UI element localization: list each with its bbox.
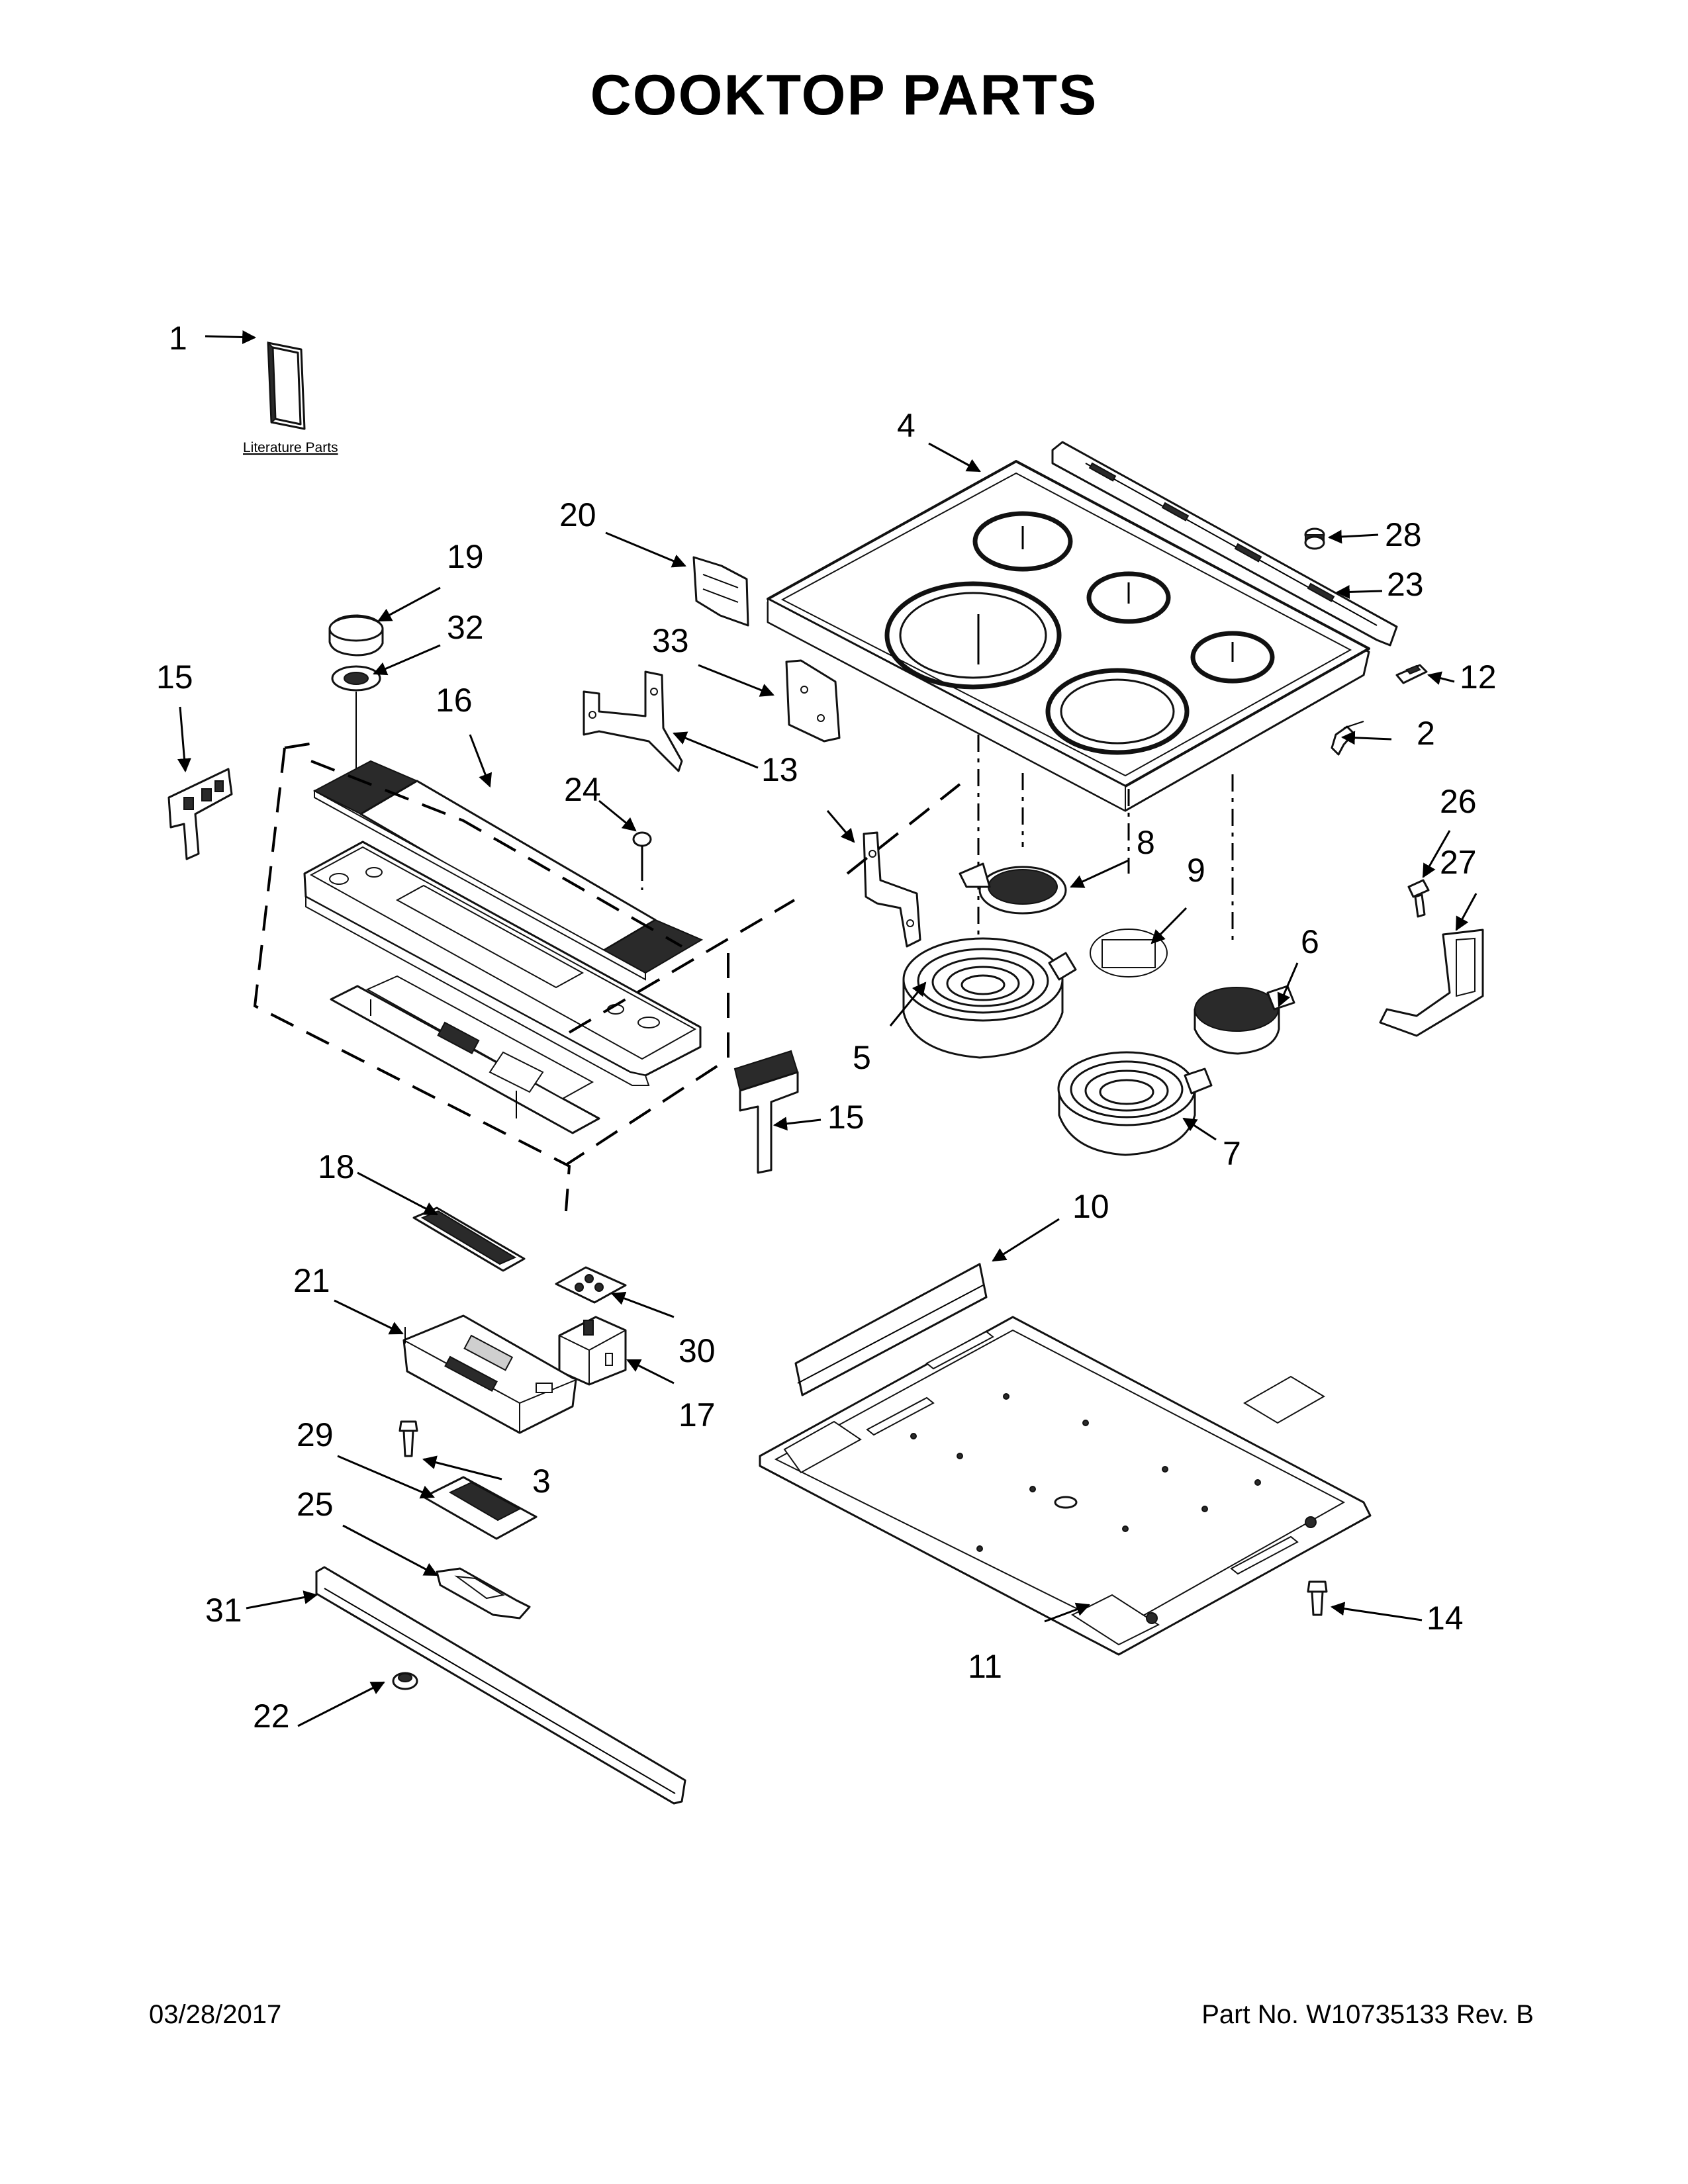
callout-15-right: 15 (827, 1099, 865, 1136)
radiant-element-7 (1057, 1051, 1213, 1156)
callout-8: 8 (1137, 824, 1155, 861)
callout-2: 2 (1417, 715, 1435, 752)
cooktop-glass (767, 460, 1370, 812)
callout-4: 4 (897, 407, 915, 444)
bracket-29 (422, 1476, 538, 1540)
callout-17: 17 (679, 1396, 716, 1433)
bracket-20 (692, 556, 749, 627)
callout-13: 13 (761, 751, 798, 788)
callout-24: 24 (564, 771, 601, 808)
callout-3: 3 (532, 1463, 551, 1500)
knob-part (328, 614, 384, 657)
callout-25: 25 (297, 1486, 334, 1523)
callout-22: 22 (253, 1698, 290, 1735)
grommet-part (1304, 527, 1325, 550)
callout-11: 11 (968, 1648, 1002, 1685)
callout-18: 18 (318, 1148, 355, 1185)
callout-10: 10 (1072, 1188, 1109, 1225)
callout-31: 31 (205, 1592, 242, 1629)
callout-32: 32 (447, 609, 484, 646)
literature-parts-label: Literature Parts (243, 440, 338, 455)
control-board-21 (402, 1314, 577, 1434)
control-panel (303, 760, 704, 1086)
callout-33: 33 (652, 622, 689, 659)
callout-19: 19 (447, 538, 484, 575)
panel-mounting-bracket (330, 975, 600, 1134)
page-title: COOKTOP PARTS (590, 64, 1098, 127)
bracket-25 (436, 1567, 531, 1619)
display-window (412, 1206, 526, 1272)
switch-bracket-left (167, 768, 233, 860)
callout-15-left: 15 (156, 659, 193, 696)
clip-part (1395, 664, 1428, 684)
callout-12: 12 (1460, 659, 1497, 696)
callout-23: 23 (1387, 566, 1424, 603)
radiant-element-8 (959, 862, 1067, 915)
chassis-support-10 (794, 1263, 988, 1396)
infinite-switch-17 (558, 1316, 627, 1386)
bracket-27 (1379, 929, 1484, 1037)
main-top-chassis-11 (759, 1316, 1372, 1656)
bracket-13-right (863, 831, 921, 948)
callout-30: 30 (679, 1332, 716, 1369)
callout-1: 1 (169, 320, 187, 357)
bracket-33 (785, 659, 841, 743)
rear-trim-strip (1051, 441, 1398, 647)
callout-7: 7 (1223, 1135, 1241, 1172)
callout-27: 27 (1440, 844, 1477, 881)
callout-9: 9 (1187, 852, 1205, 889)
leader-lines (177, 330, 1477, 1727)
switch-bracket-right (733, 1050, 799, 1174)
callout-6: 6 (1301, 923, 1319, 960)
callout-16: 16 (436, 682, 473, 719)
screw-3 (399, 1420, 418, 1457)
callout-labels: 1 2 3 4 5 6 7 8 9 10 11 12 13 14 15 15 1… (156, 320, 1497, 1735)
bracket-13-left (583, 670, 683, 772)
callout-26: 26 (1440, 783, 1477, 820)
callout-28: 28 (1385, 516, 1422, 553)
foot-22 (392, 1672, 418, 1690)
overlay-30 (555, 1266, 627, 1304)
screw-26 (1407, 879, 1430, 918)
radiant-element-6 (1194, 985, 1295, 1055)
callout-20: 20 (559, 496, 596, 533)
radiant-element-5 (902, 937, 1077, 1059)
callout-21: 21 (293, 1262, 330, 1299)
callout-5: 5 (853, 1039, 871, 1076)
footer-part-number: Part No. W10735133 Rev. B (1201, 2000, 1534, 2029)
screw-24 (632, 831, 652, 890)
screw-14 (1307, 1580, 1328, 1616)
callout-14: 14 (1427, 1600, 1464, 1637)
spacer-ring-9 (1090, 929, 1168, 978)
footer-date: 03/28/2017 (149, 2000, 282, 2029)
literature-part: Literature Parts (243, 341, 338, 455)
callout-29: 29 (297, 1416, 334, 1453)
